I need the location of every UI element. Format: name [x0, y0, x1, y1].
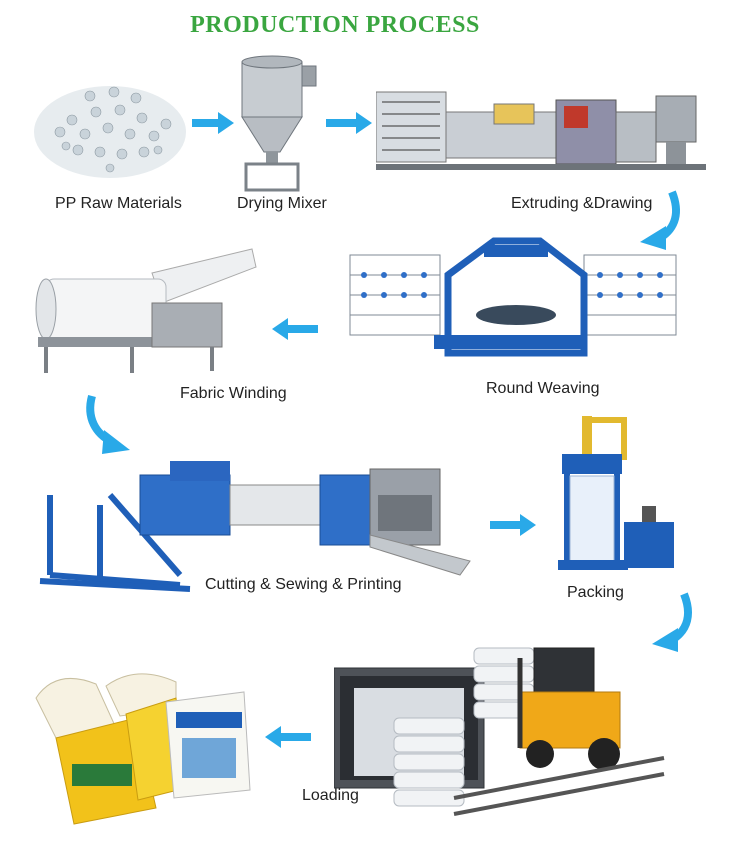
step-label-pp-raw-materials: PP Raw Materials [55, 195, 182, 212]
left-arrow-icon [265, 726, 311, 748]
step-label-extruding-drawing: Extruding &Drawing [511, 195, 653, 212]
step-label-fabric-winding: Fabric Winding [180, 385, 287, 402]
step-label-loading: Loading [302, 787, 359, 804]
loading-truck-forklift-image [334, 628, 666, 824]
cutting-sewing-printing-machine-image [30, 455, 480, 595]
right-arrow-icon [490, 514, 536, 536]
page-title: PRODUCTION PROCESS [190, 12, 480, 38]
right-arrow-icon [192, 112, 234, 134]
step-label-packing: Packing [567, 584, 624, 601]
step-label-round-weaving: Round Weaving [486, 380, 600, 397]
left-arrow-icon [272, 318, 318, 340]
fabric-winding-machine-image [32, 243, 262, 383]
packing-press-image [552, 410, 682, 580]
round-weaving-machine-image [344, 235, 684, 365]
curved-arrow-down-icon [648, 592, 698, 654]
right-arrow-icon [326, 112, 372, 134]
curved-arrow-down-icon [636, 190, 686, 252]
drying-mixer-image [232, 52, 322, 192]
step-label-cutting-sewing-printing: Cutting & Sewing & Printing [205, 576, 402, 593]
step-label-drying-mixer: Drying Mixer [237, 195, 327, 212]
curved-arrow-down-icon [82, 394, 134, 456]
finished-woven-bags-image [26, 668, 256, 828]
extruding-drawing-machine-image [376, 82, 716, 182]
pp-raw-materials-image [30, 62, 190, 182]
